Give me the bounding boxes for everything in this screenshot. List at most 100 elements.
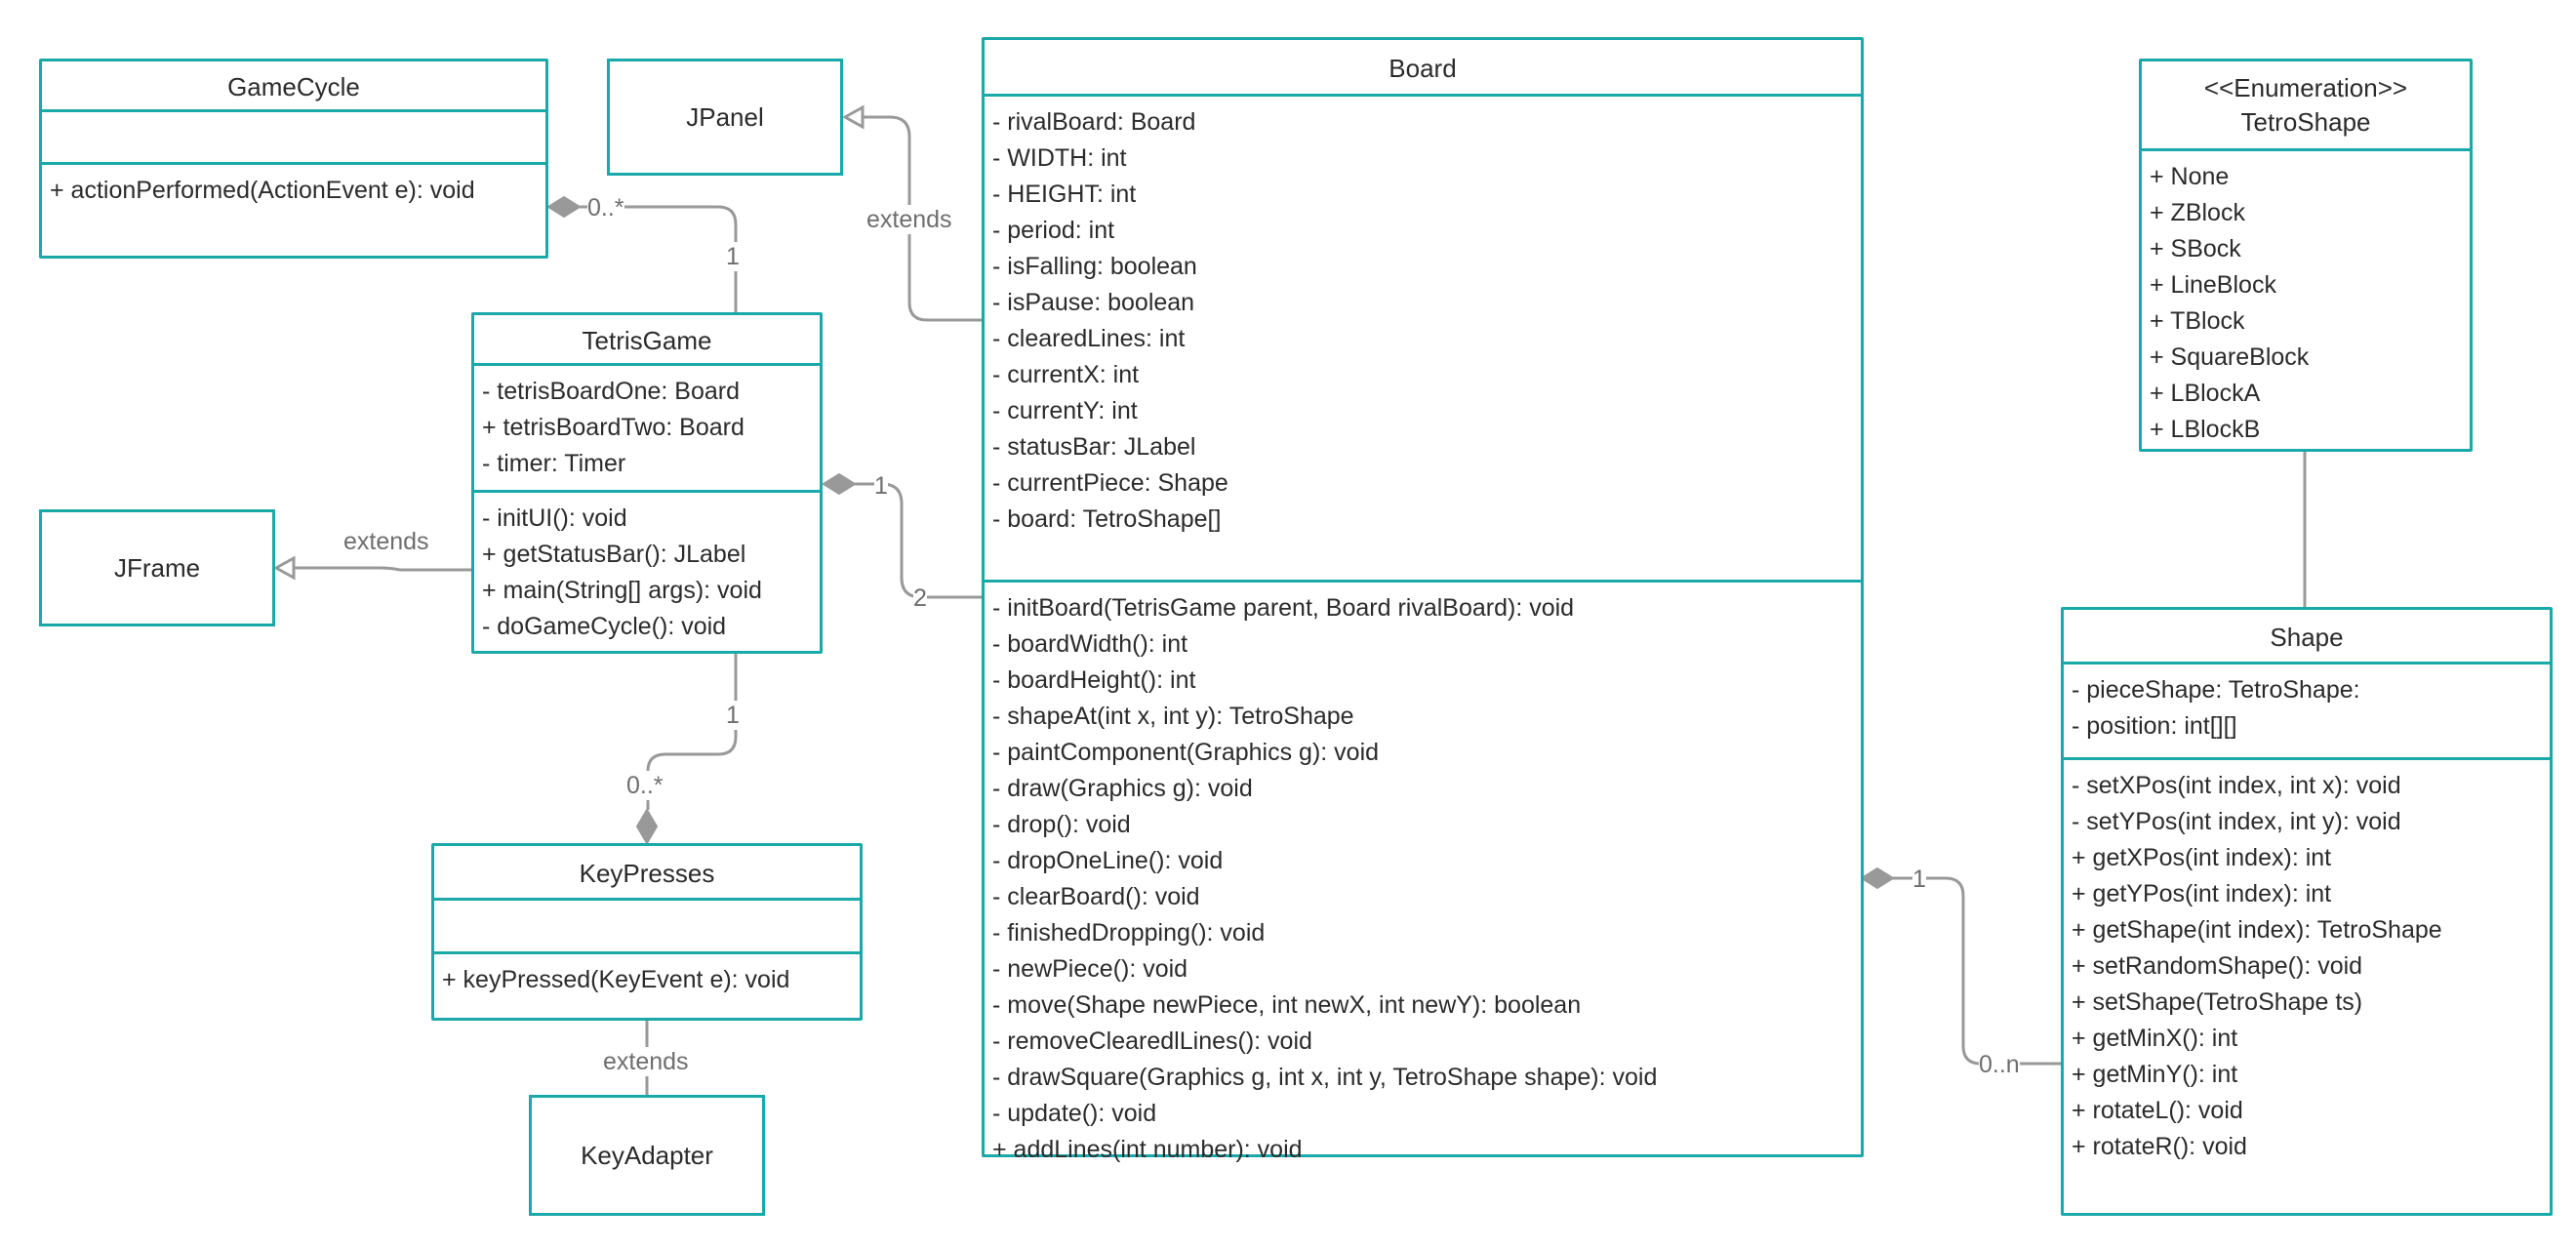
shape-method: - setXPos(int index, int x): void xyxy=(2072,772,2401,799)
gamecycle-name: GameCycle xyxy=(42,61,545,112)
shape-attribute: - position: int[][] xyxy=(2072,712,2237,740)
jpanel-generalization-arrowhead xyxy=(841,104,865,130)
gamecycle-multiplicity-label: 0..* xyxy=(587,193,624,222)
gamecycle-methods: + actionPerformed(ActionEvent e): void xyxy=(42,165,545,209)
keypresses-attributes xyxy=(434,901,860,954)
shape-method: + setShape(TetroShape ts) xyxy=(2072,988,2363,1016)
board-method: + addLines(int number): void xyxy=(992,1136,1303,1163)
gamecycle-composition-diamond xyxy=(546,195,582,219)
extends-jpanel-label: extends xyxy=(866,205,952,234)
class-tetrisgame[interactable]: TetrisGame - tetrisBoardOne: Board + tet… xyxy=(471,312,823,654)
board-method: - initBoard(TetrisGame parent, Board riv… xyxy=(992,594,1575,622)
tetrisgame-gamecycle-multiplicity-label: 1 xyxy=(726,242,740,271)
jpanel-name: JPanel xyxy=(686,101,764,132)
board-method: - draw(Graphics g): void xyxy=(992,775,1253,802)
board-method: - dropOneLine(): void xyxy=(992,847,1224,874)
board-attribute: - clearedLines: int xyxy=(992,325,1186,352)
keypresses-name: KeyPresses xyxy=(434,846,860,901)
tetrisgame-keypresses-connector xyxy=(646,654,738,810)
board-method: - removeClearedlLines(): void xyxy=(992,1027,1312,1055)
board-method: - update(): void xyxy=(992,1100,1157,1127)
tetroshape-literal: + LBlockB xyxy=(2150,416,2261,443)
shape-method: + getMinX(): int xyxy=(2072,1025,2238,1052)
board-method: - drop(): void xyxy=(992,811,1131,838)
board-shape-multiplicity-label: 1 xyxy=(1912,865,1926,894)
tetroshape-stereotype: <<Enumeration>> xyxy=(2203,73,2408,102)
shape-attribute: - pieceShape: TetroShape: xyxy=(2072,676,2360,704)
shape-method: + setRandomShape(): void xyxy=(2072,952,2363,980)
tetroshape-literal: + SquareBlock xyxy=(2150,343,2310,371)
board-attribute: - period: int xyxy=(992,217,1115,244)
class-jframe[interactable]: JFrame xyxy=(39,509,275,626)
board-method: - clearBoard(): void xyxy=(992,883,1200,910)
board-attribute: - HEIGHT: int xyxy=(992,181,1137,208)
tetroshape-literal: + TBlock xyxy=(2150,307,2245,335)
tetrisgame-method: - doGameCycle(): void xyxy=(482,613,727,640)
tetrisgame-keypresses-multiplicity-label: 1 xyxy=(726,701,740,730)
tetroshape-header: <<Enumeration>> TetroShape xyxy=(2142,61,2470,151)
tetroshape-literal: + LBlockA xyxy=(2150,380,2261,407)
board-shape-connector xyxy=(1893,876,2061,1066)
tetrisgame-extends-jframe-connector xyxy=(277,566,471,572)
board-name: Board xyxy=(985,40,1861,97)
board-attribute: - statusBar: JLabel xyxy=(992,433,1196,461)
tetrisgame-attribute: - tetrisBoardOne: Board xyxy=(482,378,741,405)
class-keypresses[interactable]: KeyPresses + keyPressed(KeyEvent e): voi… xyxy=(431,843,863,1021)
shape-name: Shape xyxy=(2064,610,2550,665)
board-attribute: - WIDTH: int xyxy=(992,144,1127,172)
tetrisgame-board-connector xyxy=(855,482,982,599)
extends-keyadapter-label: extends xyxy=(603,1047,689,1076)
board-method: - finishedDropping(): void xyxy=(992,919,1266,947)
shape-method: + getXPos(int index): int xyxy=(2072,844,2332,871)
tetroshape-literal: + LineBlock xyxy=(2150,271,2276,299)
gamecycle-method: + actionPerformed(ActionEvent e): void xyxy=(50,177,475,204)
tetrisgame-method: + main(String[] args): void xyxy=(482,577,762,604)
keypresses-method: + keyPressed(KeyEvent e): void xyxy=(442,966,790,993)
tetrisgame-board-multiplicity-label: 1 xyxy=(874,471,888,501)
board-methods: - initBoard(TetrisGame parent, Board riv… xyxy=(985,583,1861,1168)
class-board[interactable]: Board - rivalBoard: Board - WIDTH: int -… xyxy=(982,37,1864,1163)
board-tetrisgame-multiplicity-label: 2 xyxy=(913,584,927,613)
keypresses-multiplicity-label: 0..* xyxy=(626,771,664,800)
keypresses-methods: + keyPressed(KeyEvent e): void xyxy=(434,954,860,998)
tetrisgame-attribute: - timer: Timer xyxy=(482,450,626,477)
extends-jframe-label: extends xyxy=(343,527,429,556)
tetroshape-literal: + ZBlock xyxy=(2150,199,2245,226)
gamecycle-tetrisgame-connector xyxy=(580,205,738,312)
shape-method: + getMinY(): int xyxy=(2072,1061,2238,1088)
class-gamecycle[interactable]: GameCycle + actionPerformed(ActionEvent … xyxy=(39,59,548,259)
tetroshape-literals: + None + ZBlock + SBock + LineBlock + TB… xyxy=(2142,151,2470,448)
board-method: - boardHeight(): int xyxy=(992,666,1196,694)
board-attribute: - currentX: int xyxy=(992,361,1140,388)
tetrisgame-attributes: - tetrisBoardOne: Board + tetrisBoardTwo… xyxy=(474,366,820,493)
class-keyadapter[interactable]: KeyAdapter xyxy=(529,1095,765,1216)
enum-tetroshape[interactable]: <<Enumeration>> TetroShape + None + ZBlo… xyxy=(2139,59,2473,452)
shape-method: + getYPos(int index): int xyxy=(2072,880,2332,907)
tetrisgame-method: - initUI(): void xyxy=(482,504,627,532)
board-method: - shapeAt(int x, int y): TetroShape xyxy=(992,703,1354,730)
tetroshape-literal: + None xyxy=(2150,163,2230,190)
board-method: - boardWidth(): int xyxy=(992,630,1188,658)
board-attributes: - rivalBoard: Board - WIDTH: int - HEIGH… xyxy=(985,97,1861,583)
board-attribute: - isPause: boolean xyxy=(992,289,1195,316)
board-attribute: - board: TetroShape[] xyxy=(992,505,1222,533)
shape-method: + getShape(int index): TetroShape xyxy=(2072,916,2442,944)
tetrisgame-methods: - initUI(): void + getStatusBar(): JLabe… xyxy=(474,493,820,645)
class-shape[interactable]: Shape - pieceShape: TetroShape: - positi… xyxy=(2061,607,2553,1216)
board-attribute: - currentPiece: Shape xyxy=(992,469,1228,497)
shape-method: - setYPos(int index, int y): void xyxy=(2072,808,2401,835)
board-composition-diamond xyxy=(1860,866,1895,890)
keypresses-composition-diamond xyxy=(635,808,659,845)
jframe-generalization-arrowhead xyxy=(272,555,296,581)
board-attribute: - currentY: int xyxy=(992,397,1138,424)
board-method: - paintComponent(Graphics g): void xyxy=(992,739,1380,766)
board-attribute: - isFalling: boolean xyxy=(992,253,1197,280)
shape-method: + rotateL(): void xyxy=(2072,1097,2243,1124)
shape-multiplicity-label: 0..n xyxy=(1979,1050,2020,1079)
gamecycle-attributes xyxy=(42,112,545,165)
board-method: - move(Shape newPiece, int newX, int new… xyxy=(992,991,1582,1019)
class-jpanel[interactable]: JPanel xyxy=(607,59,843,176)
board-method: - drawSquare(Graphics g, int x, int y, T… xyxy=(992,1064,1658,1091)
jframe-name: JFrame xyxy=(113,552,201,583)
